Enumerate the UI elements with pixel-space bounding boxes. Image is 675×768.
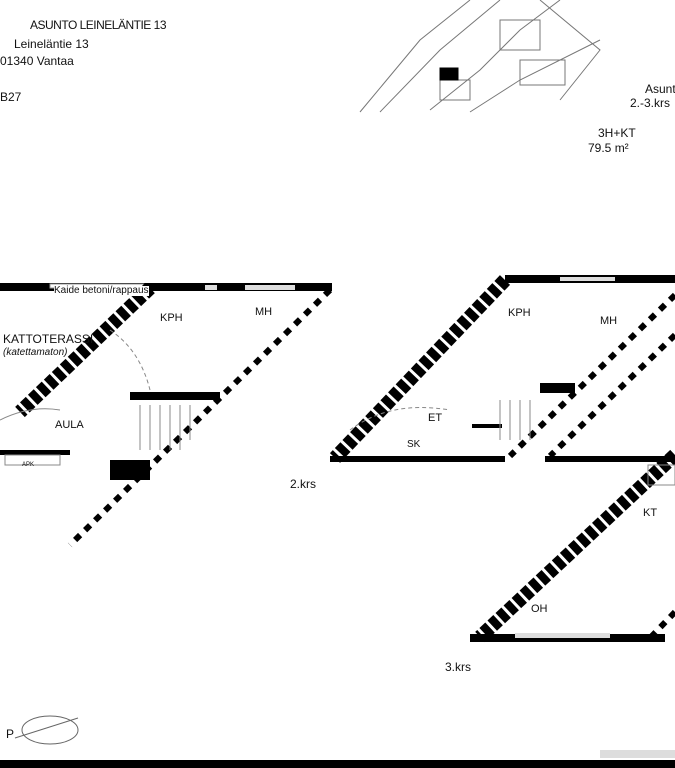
summary-label: Asunto	[645, 82, 675, 96]
terrace-label: KATTOTERASSI	[3, 332, 94, 346]
dotted-pattern	[600, 750, 675, 758]
street-address: Leineläntie 13	[14, 37, 89, 51]
room-label: APK	[22, 462, 35, 468]
bottom-border	[0, 760, 675, 768]
apartment-type: 3H+KT	[598, 126, 636, 140]
site-plan	[359, 0, 601, 113]
north-arrow	[14, 715, 79, 745]
postal-address: 01340 Vantaa	[0, 54, 74, 68]
compass-label: P	[6, 727, 15, 741]
room-label: KPH	[508, 307, 531, 319]
floor2-level: 2.krs	[290, 477, 317, 491]
railing-note: Kaide betoni/rappaus	[54, 285, 149, 296]
room-label: AULA	[55, 419, 84, 431]
floor3-plan	[329, 275, 675, 643]
terrace-note: (katettamaton)	[3, 347, 68, 358]
room-label: ET	[428, 412, 443, 424]
room-label: MH	[255, 306, 273, 318]
plan-title: ASUNTO LEINELÄNTIE 13	[30, 18, 167, 32]
room-label: SK	[407, 439, 421, 450]
apartment-area: 79.5 m²	[588, 141, 629, 155]
apartment-number: B27	[0, 90, 22, 104]
room-label: OH	[531, 603, 548, 615]
apartment-marker	[439, 67, 459, 81]
room-label: KPH	[160, 312, 183, 324]
floor2-plan	[0, 282, 333, 548]
room-label: MH	[600, 315, 618, 327]
summary-floors: 2.-3.krs	[630, 96, 671, 110]
room-label: KT	[643, 507, 658, 519]
floor3-level: 3.krs	[445, 660, 472, 674]
